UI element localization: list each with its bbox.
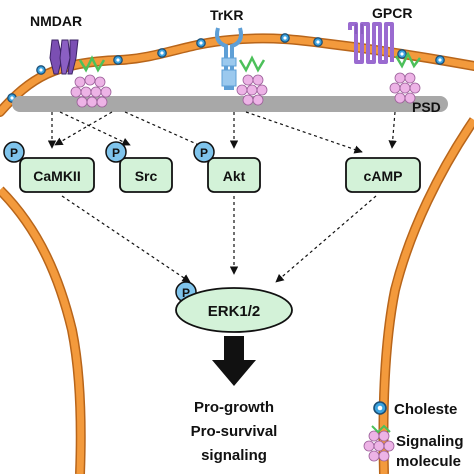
svg-text:P: P [182, 286, 190, 300]
outcome-line3: signaling [201, 447, 267, 464]
src-label: Src [135, 168, 158, 184]
camp-box: cAMP [345, 157, 421, 193]
trk-receptor-icon [215, 27, 243, 90]
legend-cholesterol-label: Choleste [394, 401, 457, 418]
erk-node: ERK1/2 [175, 287, 293, 333]
gpcr-receptor-icon [348, 22, 394, 64]
legend-signaling-label-1: Signaling [396, 433, 464, 450]
signaling-clusters [70, 51, 421, 108]
svg-text:P: P [112, 146, 120, 160]
signaling-molecule-icon [363, 424, 395, 462]
psd-label: PSD [412, 99, 441, 115]
cholesterol-icon [373, 401, 387, 415]
erk-label: ERK1/2 [208, 303, 261, 320]
svg-text:P: P [200, 146, 208, 160]
legend-signaling-label-2: molecule [396, 453, 461, 470]
outcome-line2: Pro-survival [191, 423, 278, 440]
legend: Choleste Signaling molecule [363, 401, 464, 470]
psd-bar [12, 96, 448, 112]
nmdar-label: NMDAR [30, 13, 82, 29]
outcome-line1: Pro-growth [194, 399, 274, 416]
src-box: Src [119, 157, 173, 193]
psd-arrows [47, 111, 397, 154]
down-arrow-icon [212, 336, 256, 386]
camkii-label: CaMKII [33, 168, 80, 184]
camkii-box: CaMKII [19, 157, 95, 193]
svg-text:P: P [10, 146, 18, 160]
outcome-text: Pro-growth Pro-survival signaling [191, 399, 278, 464]
erk-arrows [61, 195, 377, 283]
akt-box: Akt [207, 157, 261, 193]
camp-label: cAMP [364, 168, 403, 184]
trkr-label: TrKR [210, 7, 243, 23]
gpcr-label: GPCR [372, 5, 412, 21]
akt-label: Akt [223, 168, 246, 184]
nmdar-receptor-icon [49, 39, 79, 75]
